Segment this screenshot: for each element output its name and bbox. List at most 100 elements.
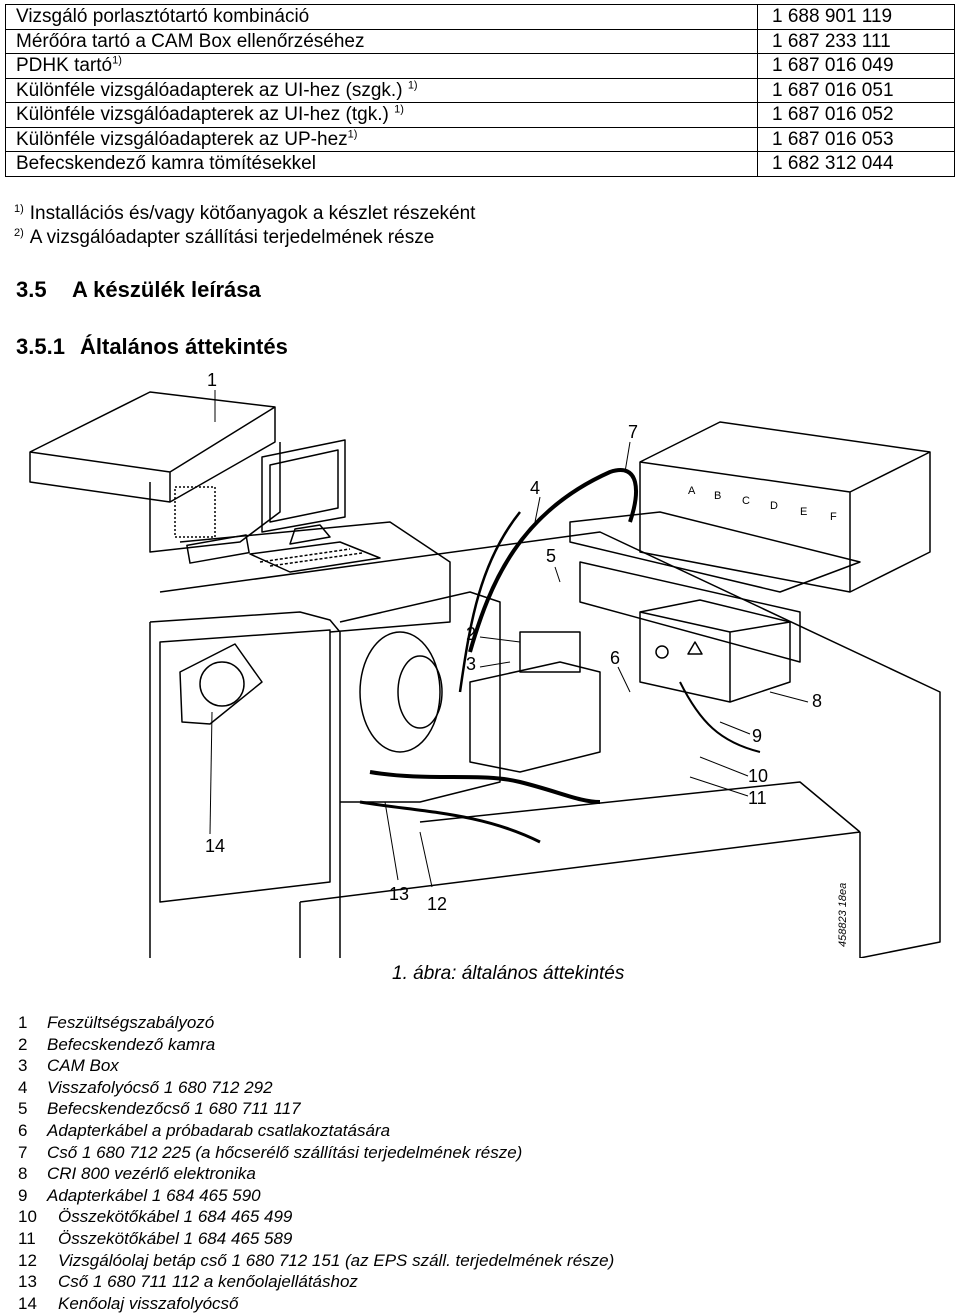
legend-number: 14 — [18, 1293, 37, 1313]
parts-table-row: Különféle vizsgálóadapterek az UP-hez1)1… — [5, 126, 955, 152]
part-name: Vizsgáló porlasztótartó kombináció — [5, 4, 758, 30]
leader-line — [554, 566, 561, 583]
part-name-text: Különféle vizsgálóadapterek az UI-hez (s… — [16, 79, 408, 101]
injector-rail — [569, 511, 861, 593]
bench-tray — [299, 831, 861, 958]
part-note: 1) — [407, 79, 418, 92]
figure-caption: 1. ábra: általános áttekintés — [392, 963, 625, 984]
leader-line — [699, 756, 749, 777]
regulator-stand — [149, 442, 281, 553]
voltage-regulator — [29, 391, 276, 503]
part-name: Különféle vizsgálóadapterek az UP-hez1) — [5, 126, 758, 152]
leader-line — [617, 666, 631, 693]
legend-number: 8 — [18, 1164, 28, 1184]
panel-letter: F — [830, 511, 837, 523]
legend-item: 10 Összekötőkábel 1 684 465 499 — [18, 1206, 614, 1228]
cabinet-outline — [149, 611, 341, 958]
callout-8: 8 — [812, 691, 822, 711]
monitor-screen — [269, 449, 339, 523]
callout-13: 13 — [389, 884, 409, 904]
injection-pipe — [458, 511, 521, 693]
legend-text: Adapterkábel a próbadarab csatlakoztatás… — [47, 1120, 391, 1140]
valve-block — [579, 561, 801, 663]
legend-text: Adapterkábel 1 684 465 590 — [47, 1185, 261, 1205]
inset-part — [199, 661, 245, 707]
adapter-cable — [679, 681, 761, 753]
part-note: 1) — [112, 54, 122, 67]
legend-text: Összekötőkábel 1 684 465 499 — [58, 1207, 293, 1227]
part-name-text: Különféle vizsgálóadapterek az UI-hez (t… — [16, 104, 395, 126]
parts-table-row: Különféle vizsgálóadapterek az UI-hez (t… — [5, 102, 955, 128]
injection-chamber — [519, 631, 581, 673]
keyboard-keys — [259, 548, 363, 567]
legend-number: 5 — [18, 1099, 28, 1119]
leader-line — [689, 776, 749, 797]
legend-number: 3 — [18, 1056, 28, 1076]
leader-line — [209, 711, 213, 835]
part-name-text: Befecskendező kamra tömítésekkel — [16, 153, 316, 175]
legend-number: 1 — [18, 1013, 28, 1032]
panel-letter: D — [770, 500, 778, 512]
legend-item: 1 Feszültségszabályozó — [18, 1012, 614, 1034]
subsection-number: 3.5.1 — [16, 334, 65, 359]
voltage-regulator-edges — [29, 406, 276, 502]
legend-item: 5 Befecskendezőcső 1 680 711 117 — [18, 1098, 614, 1120]
legend-text: Befecskendezőcső 1 680 711 117 — [47, 1099, 301, 1119]
footnote: 2)A vizsgálóadapter szállítási terjedelm… — [14, 226, 475, 250]
part-note: 1) — [347, 128, 358, 141]
cri-800-electronics — [639, 599, 791, 703]
legend-text: Befecskendező kamra — [47, 1034, 216, 1054]
parts-table-row: PDHK tartó1)1 687 016 049 — [5, 53, 955, 79]
part-number: 1 687 016 052 — [757, 102, 955, 128]
panel-letter: C — [742, 495, 750, 507]
legend-text: Visszafolyócső 1 680 712 292 — [47, 1077, 273, 1097]
monitor-stand — [289, 524, 331, 545]
cri-800-edges — [639, 611, 791, 702]
footnote-text: A vizsgálóadapter szállítási terjedelmén… — [29, 227, 435, 248]
callout-12: 12 — [427, 894, 447, 914]
part-number: 1 688 901 119 — [757, 4, 955, 30]
flange — [359, 631, 441, 753]
part-name: Mérőóra tartó a CAM Box ellenőrzéséhez — [5, 28, 758, 54]
callout-1: 1 — [207, 370, 217, 390]
footnote-mark: 1) — [14, 202, 24, 215]
legend-text: Vizsgálóolaj betáp cső 1 680 712 151 (az… — [58, 1250, 615, 1270]
callout-11: 11 — [748, 788, 767, 808]
cam-box — [469, 661, 601, 773]
cabinet-top — [179, 521, 451, 633]
legend-item: 4 Visszafolyócső 1 680 712 292 — [18, 1077, 614, 1099]
panel-letter: E — [800, 506, 807, 518]
part-name-text: Különféle vizsgálóadapterek az UP-hez — [16, 128, 348, 150]
legend-number: 4 — [18, 1077, 28, 1097]
leader-line — [719, 721, 751, 735]
legend-number: 10 — [18, 1207, 37, 1227]
lube-hose — [359, 800, 541, 844]
legend-number: 12 — [18, 1250, 37, 1270]
legend-text: Feszültségszabályozó — [47, 1013, 215, 1032]
callout-labels: 1 2 3 4 5 6 7 8 9 10 11 12 13 14 — [205, 370, 822, 914]
overview-figure: 1 2 3 4 5 6 7 8 9 10 11 12 13 14 A B C D… — [0, 362, 960, 959]
part-name: PDHK tartó1) — [5, 53, 758, 79]
warning-icon — [687, 641, 703, 655]
legend-text: Cső 1 680 712 225 (a hőcserélő szállítás… — [47, 1142, 523, 1162]
legend-text: CRI 800 vezérlő elektronika — [47, 1164, 256, 1184]
test-cabinet-edges — [639, 451, 931, 592]
parts-table-row: Különféle vizsgálóadapterek az UI-hez (s… — [5, 77, 955, 103]
panel-letters: A B C D E F — [688, 485, 837, 523]
cabinet-door — [159, 629, 331, 903]
part-name-text: Mérőóra tartó a CAM Box ellenőrzéséhez — [16, 30, 365, 52]
callout-3: 3 — [466, 654, 476, 674]
legend-number: 11 — [18, 1228, 36, 1248]
